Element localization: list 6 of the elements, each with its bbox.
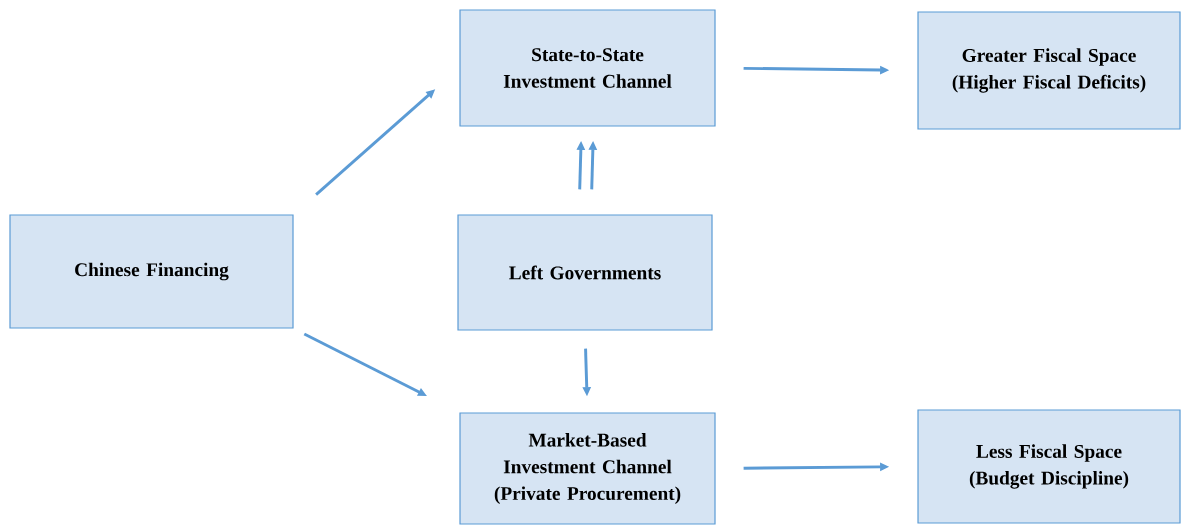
process-box: Chinese Financing [9,214,294,329]
process-box: Market-Based Investment Channel (Private Procurement) [459,412,716,525]
process-box: Left Governments [457,214,713,331]
process-box: State-to-State Investment Channel [459,9,716,127]
process-box: Less Fiscal Space (Budget Discipline) [917,409,1181,524]
process-box: Greater Fiscal Space (Higher Fiscal Deficits) [917,11,1181,130]
